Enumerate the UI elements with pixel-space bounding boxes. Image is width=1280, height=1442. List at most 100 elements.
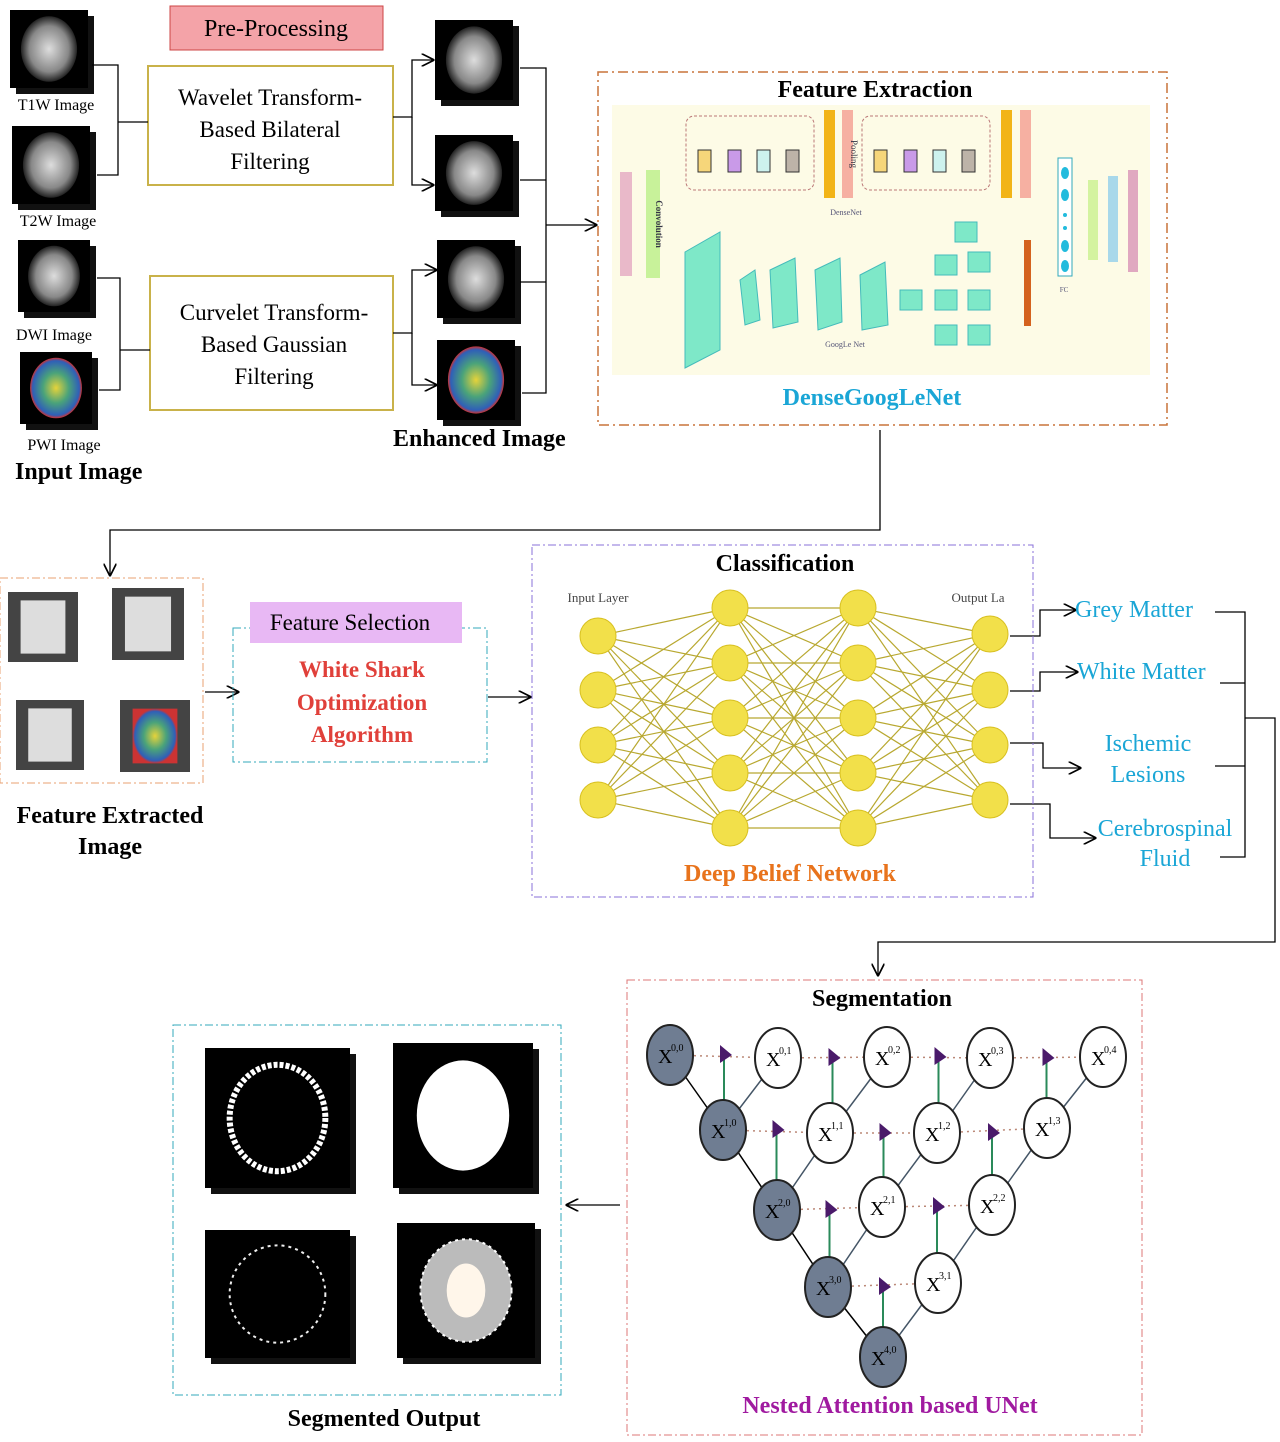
neuron [971, 615, 1009, 653]
unet-node-index: 1,0 [724, 1118, 737, 1129]
unet-node-index: 0,4 [1104, 1045, 1117, 1056]
attention-gate-icon [772, 1120, 785, 1138]
segmented-output-title: Segmented Output [288, 1406, 481, 1432]
t1w-label: T1W Image [18, 97, 95, 114]
attention-gate-icon [933, 1197, 945, 1215]
pixel-block [28, 708, 72, 762]
feature-selection-box [232, 627, 488, 763]
unet-node-index: 0,0 [671, 1043, 684, 1054]
dbn-connection [597, 607, 731, 801]
dbn-connection [597, 772, 731, 801]
dbn-connection [857, 633, 991, 829]
feature-extracted-title: Feature Extracted [17, 803, 204, 829]
neuron [711, 809, 749, 847]
unet-node-0-2 [863, 1026, 911, 1088]
dbn-connection [597, 607, 731, 746]
wavelet-text: Filtering [230, 149, 310, 174]
enhanced-image-title: Enhanced Image [393, 426, 566, 452]
unet-node-index: 3,1 [939, 1271, 952, 1282]
conv-block [646, 170, 660, 278]
attention-gate-icon [879, 1123, 892, 1141]
unet-node-label: X [925, 1124, 940, 1146]
input-image-title: Input Image [15, 459, 143, 485]
unet-node-4-0 [859, 1326, 907, 1388]
attention-gate-icon [1042, 1048, 1055, 1066]
unet-node-label: X [1035, 1119, 1050, 1141]
dbn-connection [729, 607, 859, 719]
seg-csf [205, 1230, 356, 1364]
dbn-connection [729, 772, 859, 829]
t1w-image [10, 10, 94, 94]
image-bg [205, 1230, 350, 1358]
output-layer-label: Output La [951, 590, 1004, 605]
seg-grey-matter [205, 1048, 356, 1194]
unet-node-3-0 [804, 1256, 852, 1318]
neuron [579, 726, 617, 764]
brain-shape [30, 357, 82, 419]
unet-node-label: X [870, 1198, 885, 1220]
unet-node-2-2 [968, 1174, 1016, 1236]
dbn-connection [857, 607, 991, 635]
pixel-block [124, 596, 172, 652]
dbn-connection [729, 662, 859, 829]
brain-shape [445, 26, 503, 94]
unet-node-label: X [766, 1049, 781, 1071]
convolution-label: Convolution [654, 200, 664, 248]
feature-map-2 [112, 588, 184, 660]
enhanced-t2w [435, 135, 519, 217]
curvelet-text: Based Gaussian [201, 332, 348, 357]
neuron [971, 726, 1009, 764]
class-grey-matter: Grey Matter [1075, 597, 1193, 623]
wavelet-text: Based Bilateral [199, 117, 340, 142]
unet-node-label: X [765, 1201, 780, 1223]
brain-shape [447, 346, 505, 414]
classification-section: Classification Input Layer Output La Dee… [531, 544, 1034, 898]
feature-map-1 [8, 592, 78, 662]
neuron [839, 644, 877, 682]
unet-node-label: X [658, 1046, 673, 1068]
class-csf: Cerebrospinal [1098, 816, 1233, 842]
brain-shape [445, 141, 503, 205]
neuron [971, 781, 1009, 819]
dbn-connection [857, 633, 991, 774]
attention-gate-icon [988, 1123, 1000, 1141]
brain-shape [28, 245, 80, 307]
feature-extraction-section: Feature Extraction Convolution Pooling D… [597, 71, 1168, 426]
brain-shape [447, 246, 505, 312]
dbn-label: Deep Belief Network [684, 861, 897, 887]
unet-node-label: X [871, 1348, 886, 1370]
dbn-connection [597, 799, 731, 829]
dbn-connection [857, 744, 991, 829]
segmented-region [416, 1060, 510, 1171]
unet-node-index: 2,1 [883, 1195, 896, 1206]
enhanced-pwi [437, 340, 521, 426]
pixel-block [20, 600, 66, 654]
enhanced-t1w [435, 20, 519, 106]
segmentation-title: Segmentation [812, 986, 952, 1012]
dwi-image [18, 240, 96, 318]
seg-white-matter [393, 1043, 539, 1194]
neuron [839, 699, 877, 737]
t2w-image [12, 126, 96, 210]
densenet-label: DenseNet [830, 208, 862, 217]
curvelet-text: Filtering [234, 364, 314, 389]
feature-extraction-title: Feature Extraction [778, 77, 973, 103]
neuron [579, 617, 617, 655]
feature-extracted-title: Image [78, 834, 142, 860]
attention-gate-icon [879, 1277, 891, 1295]
dwi-label: DWI Image [16, 327, 92, 344]
classification-title: Classification [716, 551, 855, 577]
neuron [579, 781, 617, 819]
ventricle [446, 1263, 486, 1318]
pooling-block [842, 110, 853, 198]
preprocessing-section: Pre-Processing Wavelet Transform- Based … [147, 5, 394, 411]
neuron [971, 671, 1009, 709]
attention-gate-icon [934, 1047, 947, 1065]
unet-node-index: 1,1 [831, 1121, 844, 1132]
googlenet-layers [684, 221, 991, 369]
unet-node-index: 3,0 [829, 1275, 842, 1286]
segmented-region [226, 1061, 329, 1175]
pwi-label: PWI Image [27, 437, 100, 454]
unet-label: Nested Attention based UNet [742, 1393, 1037, 1419]
